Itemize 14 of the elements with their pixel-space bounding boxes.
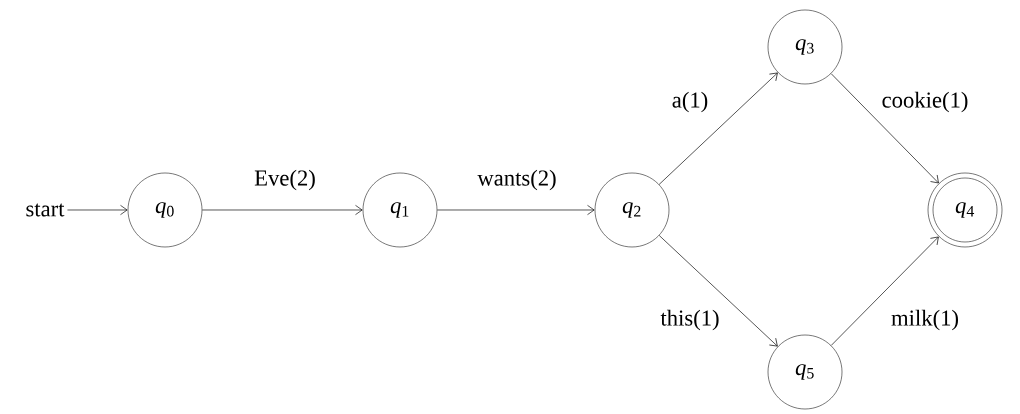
edge-label: cookie(1) bbox=[880, 90, 970, 114]
arrow bbox=[830, 236, 939, 346]
arrow bbox=[658, 72, 778, 185]
edge-label: a(1) bbox=[670, 90, 710, 114]
edge-label: milk(1) bbox=[889, 308, 961, 332]
arrow bbox=[658, 235, 778, 347]
state-label: start bbox=[26, 203, 65, 217]
arrow bbox=[436, 205, 595, 215]
arrow bbox=[201, 205, 363, 215]
edge-label: wants(2) bbox=[476, 168, 558, 192]
arrow bbox=[830, 73, 939, 184]
edge-label: Eve(2) bbox=[252, 168, 318, 192]
edge-label: this(1) bbox=[659, 308, 721, 332]
arrow bbox=[67, 205, 128, 215]
